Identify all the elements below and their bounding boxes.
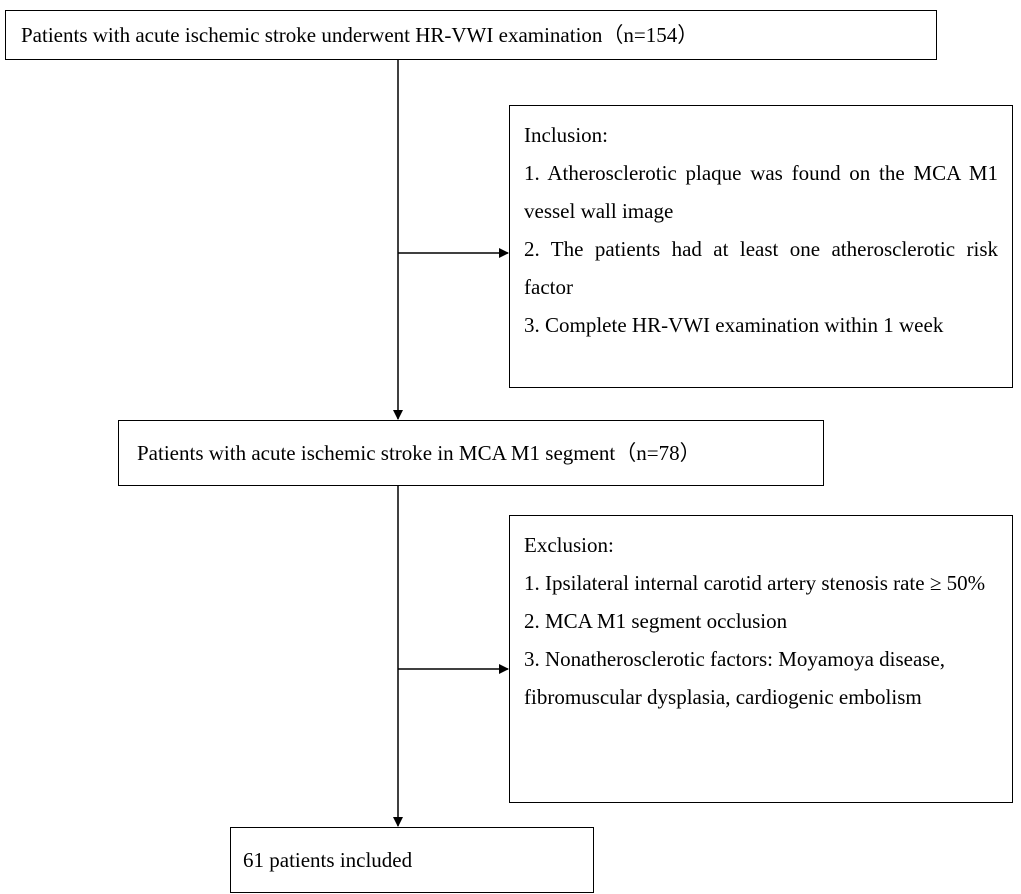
exclusion-title: Exclusion:	[524, 533, 614, 557]
inclusion-item-3: 3. Complete HR-VWI examination within 1 …	[524, 313, 944, 337]
inclusion-criteria-box: Inclusion: 1. Atherosclerotic plaque was…	[509, 105, 1013, 388]
exclusion-criteria-box: Exclusion: 1. Ipsilateral internal carot…	[509, 515, 1013, 803]
exclusion-item-2: 2. MCA M1 segment occlusion	[524, 609, 788, 633]
exclusion-item-1: 1. Ipsilateral internal carotid artery s…	[524, 571, 986, 595]
inclusion-title: Inclusion:	[524, 123, 608, 147]
enrolled-patients-text: Patients with acute ischemic stroke unde…	[21, 23, 699, 47]
final-included-box: 61 patients included	[230, 827, 594, 893]
inclusion-item-1: 1. Atherosclerotic plaque was found on t…	[524, 161, 998, 223]
mca-m1-patients-box: Patients with acute ischemic stroke in M…	[118, 420, 824, 486]
inclusion-item-2: 2. The patients had at least one atheros…	[524, 237, 998, 299]
enrolled-patients-box: Patients with acute ischemic stroke unde…	[5, 10, 937, 60]
final-included-text: 61 patients included	[243, 848, 413, 872]
exclusion-item-3: 3. Nonatherosclerotic factors: Moyamoya …	[524, 647, 946, 709]
mca-m1-patients-text: Patients with acute ischemic stroke in M…	[137, 441, 701, 465]
